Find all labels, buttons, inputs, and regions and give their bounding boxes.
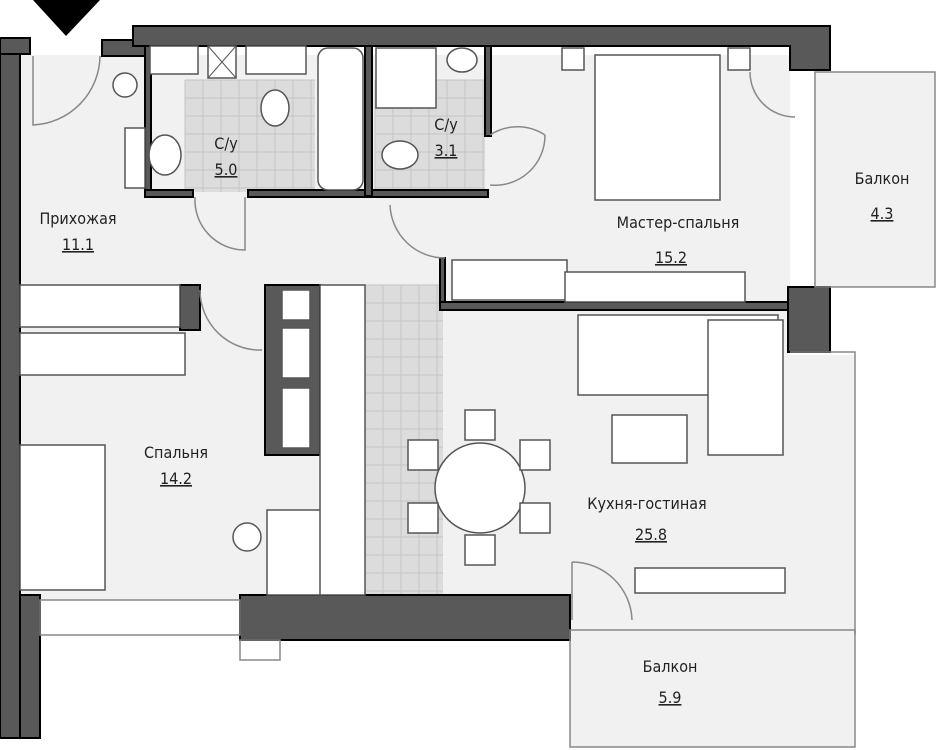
room-balcony-1: Балкон 4.3 [855,169,910,223]
room-name: С/у [214,134,238,153]
room-area: 3.1 [435,141,458,160]
room-prikhozhaya: Прихожая 11.1 [39,209,116,254]
room-area: 11.1 [62,235,94,254]
doors [32,55,796,621]
room-name: Балкон [855,169,910,188]
room-area: 25.8 [635,525,667,544]
furniture [19,47,786,596]
room-area: 14.2 [160,469,192,488]
room-bathroom-2: С/у 3.1 [434,115,458,160]
room-name: Спальня [144,443,208,462]
room-name: Кухня-гостиная [587,494,706,513]
shafts [149,45,311,449]
room-bedroom: Спальня 14.2 [144,443,208,488]
room-area: 15.2 [655,248,687,267]
room-name: С/у [434,115,458,134]
room-name: Балкон [643,657,698,676]
balcony-right-floor [815,72,935,287]
room-kitchen-living: Кухня-гостиная 25.8 [587,494,706,544]
entrance-arrow-icon [33,0,100,36]
room-area: 4.3 [871,204,894,223]
room-name: Мастер-спальня [617,213,740,232]
room-balcony-2: Балкон 5.9 [643,657,698,707]
room-bathroom-1: С/у 5.0 [214,134,238,179]
room-area: 5.9 [659,688,682,707]
room-master-bedroom: Мастер-спальня 15.2 [617,213,740,267]
outlines [39,71,936,748]
walls [0,25,831,739]
room-area: 5.0 [215,160,238,179]
room-name: Прихожая [39,209,116,228]
